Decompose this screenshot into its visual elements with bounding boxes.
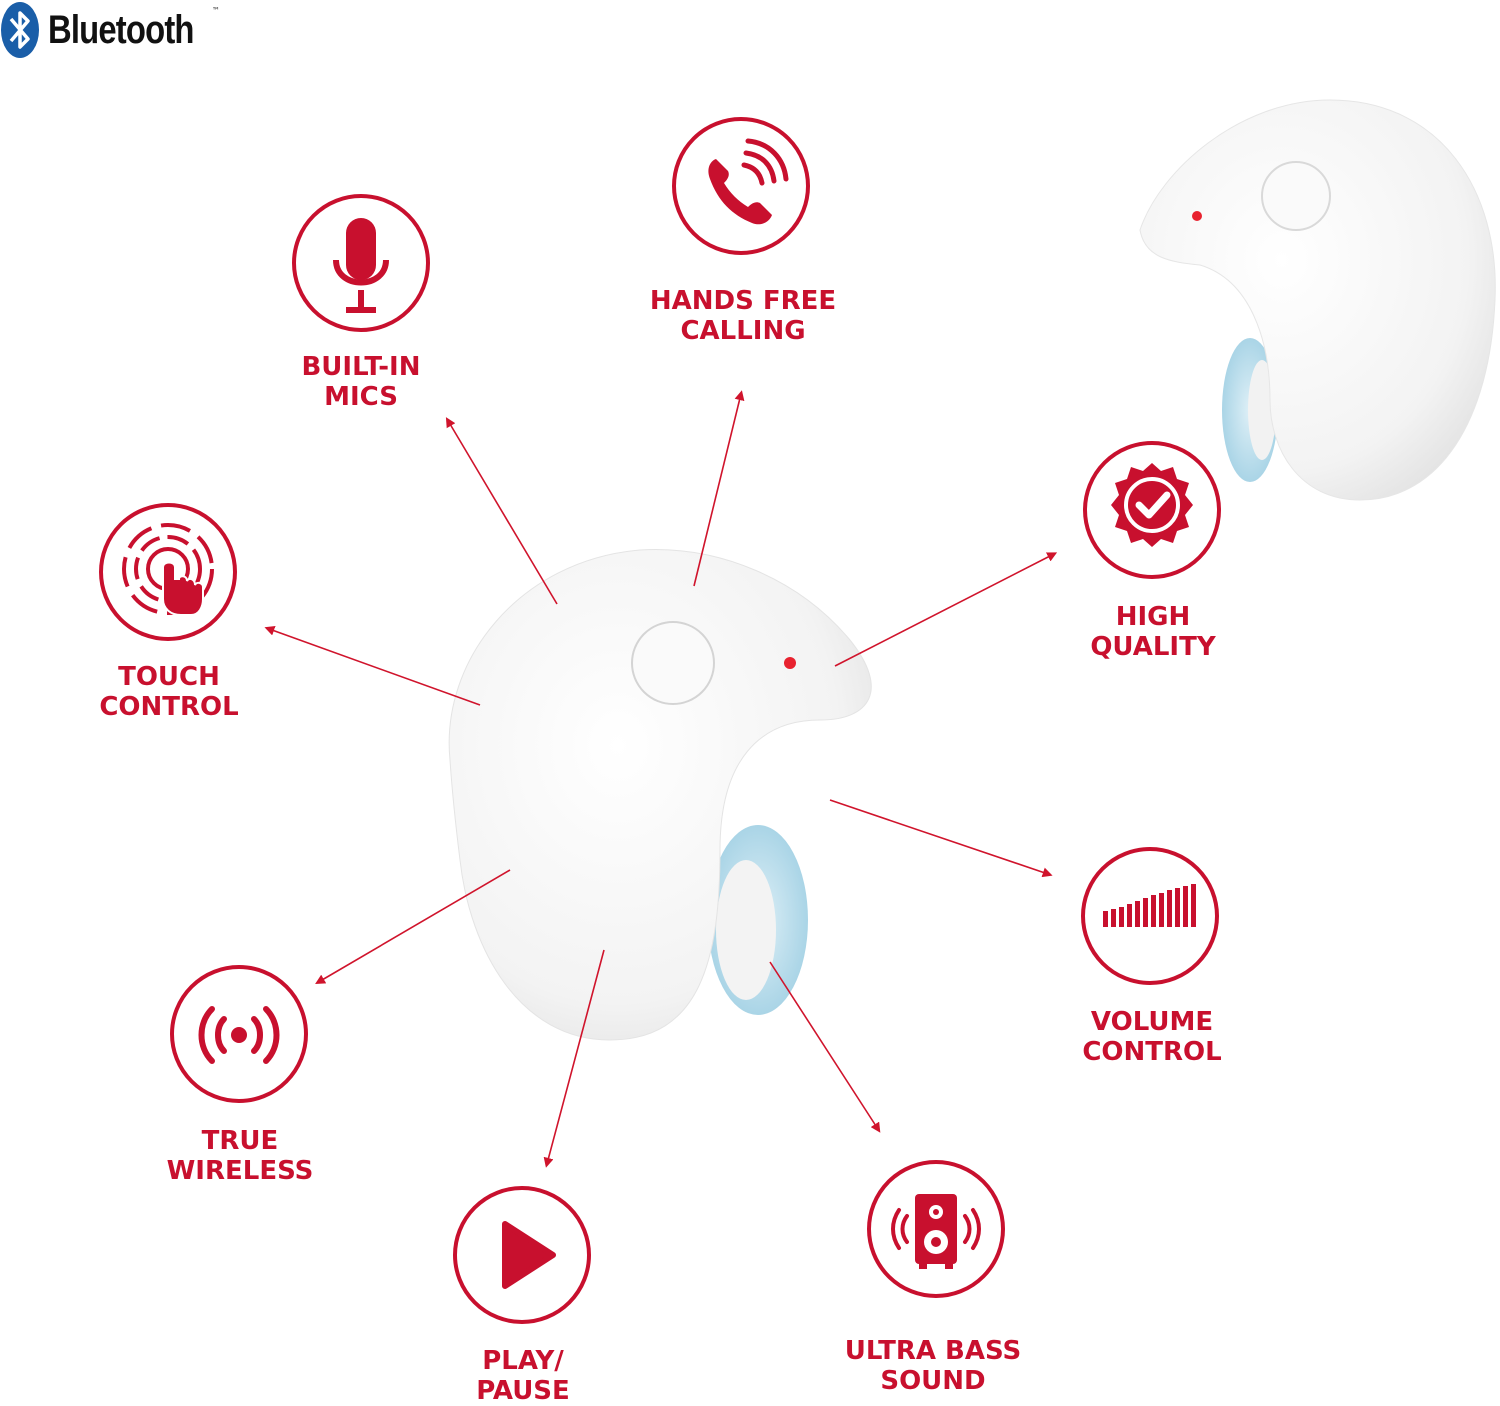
built-in-mics-line2: MICS — [324, 382, 398, 412]
true-wireless-badge — [170, 965, 308, 1103]
volume-control-line1: VOLUME — [1090, 1007, 1214, 1037]
high-quality-badge — [1083, 441, 1221, 579]
volume-control-label: VOLUME CONTROL — [1002, 1007, 1302, 1067]
touch-finger-icon — [122, 523, 214, 616]
high-quality-label: HIGH QUALITY — [1003, 602, 1303, 662]
hands-free-line1: HANDS FREE — [649, 286, 837, 316]
play-pause-line2: PAUSE — [476, 1376, 570, 1406]
ultra-bass-label: ULTRA BASS SOUND — [783, 1336, 1083, 1396]
volume-control-line2: CONTROL — [1082, 1037, 1222, 1067]
wireless-signal-icon — [198, 1006, 280, 1064]
built-in-mics-line1: BUILT-IN — [301, 352, 421, 382]
play-icon — [502, 1221, 556, 1289]
play-pause-badge — [453, 1186, 591, 1324]
microphone-icon — [333, 218, 389, 313]
play-pause-line1: PLAY/ — [482, 1346, 564, 1376]
ultra-bass-badge — [867, 1160, 1005, 1298]
trademark-symbol: ™ — [212, 6, 220, 15]
touch-control-line1: TOUCH — [118, 662, 220, 692]
volume-bars-icon — [1103, 884, 1196, 927]
high-quality-line2: QUALITY — [1090, 632, 1216, 662]
volume-control-badge — [1081, 847, 1219, 985]
true-wireless-line1: TRUE — [201, 1126, 279, 1156]
true-wireless-label: TRUE WIRELESS — [90, 1126, 390, 1186]
quality-seal-check-icon — [1111, 463, 1193, 547]
ultra-bass-line1: ULTRA BASS — [844, 1336, 1022, 1366]
ultra-bass-line2: SOUND — [880, 1366, 986, 1396]
speaker-icon — [891, 1194, 981, 1269]
callout-arrows — [264, 390, 1058, 1168]
bluetooth-logo: Bluetooth — [0, 0, 226, 60]
hands-free-badge — [672, 117, 810, 255]
built-in-mics-label: BUILT-IN MICS — [211, 352, 511, 412]
touch-control-label: TOUCH CONTROL — [19, 662, 319, 722]
hands-free-line2: CALLING — [680, 316, 806, 346]
bluetooth-icon — [1, 2, 39, 58]
earbud-main — [448, 549, 872, 1041]
touch-control-line2: CONTROL — [99, 692, 239, 722]
high-quality-line1: HIGH — [1115, 602, 1191, 632]
brand-name: Bluetooth — [48, 7, 194, 52]
play-pause-label: PLAY/ PAUSE — [373, 1346, 673, 1406]
earbud-secondary — [1139, 99, 1496, 501]
touch-control-badge — [99, 503, 237, 641]
phone-ringing-icon — [708, 138, 789, 225]
hands-free-label: HANDS FREE CALLING — [593, 286, 893, 346]
true-wireless-line2: WIRELESS — [166, 1156, 314, 1186]
built-in-mics-badge — [292, 194, 430, 332]
